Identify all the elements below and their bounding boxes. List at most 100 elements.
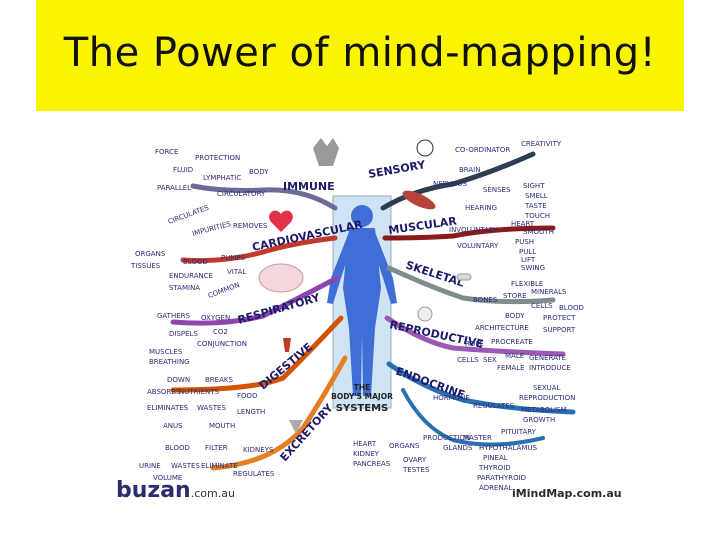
figure-icon bbox=[283, 338, 291, 352]
word: KIDNEY bbox=[353, 450, 380, 458]
word: GLANDS bbox=[443, 444, 473, 452]
word: CO-ORDINATOR bbox=[455, 146, 510, 154]
word: MOUTH bbox=[209, 422, 235, 430]
word: PINEAL bbox=[483, 454, 508, 462]
branch-cardio-line bbox=[180, 235, 338, 264]
word: URINE bbox=[139, 462, 161, 470]
word: FLUID bbox=[173, 166, 193, 174]
slide-title: The Power of mind-mapping! bbox=[63, 30, 657, 76]
word: BLOOD bbox=[183, 258, 208, 266]
word: SEXUAL bbox=[533, 384, 561, 392]
branch-sensory-label: SENSORY bbox=[367, 158, 427, 181]
word: BLOOD bbox=[165, 444, 190, 452]
word: STAMINA bbox=[169, 284, 200, 292]
funnel-icon bbox=[289, 420, 303, 434]
word: MALE bbox=[505, 352, 524, 360]
word: PARALLEL bbox=[157, 184, 191, 192]
word: HEART bbox=[511, 220, 535, 228]
word: MASTER bbox=[463, 434, 492, 442]
buzan-logo: buzan.com.au bbox=[116, 478, 235, 503]
word: COMMON bbox=[207, 281, 241, 300]
word: INVOLUNTARY bbox=[449, 226, 498, 234]
word: CELLS bbox=[531, 302, 553, 310]
word: BREATHING bbox=[149, 358, 190, 366]
figure-body bbox=[343, 228, 381, 396]
word: PRODUCTION bbox=[423, 434, 470, 442]
center-caption-1: THE bbox=[354, 383, 371, 392]
word: METABOLISM bbox=[521, 406, 567, 414]
word: PROCREATE bbox=[491, 338, 533, 346]
center-caption-3: SYSTEMS bbox=[336, 403, 388, 414]
word: FORCE bbox=[155, 148, 178, 156]
word: LYMPHATIC bbox=[203, 174, 241, 182]
word: PROTECT bbox=[543, 314, 576, 322]
word: SEX bbox=[483, 356, 497, 364]
word: STORE bbox=[503, 292, 527, 300]
imindmap-logo: iMindMap.com.au bbox=[512, 487, 622, 500]
branch-immune-line bbox=[190, 183, 338, 211]
word: TESTES bbox=[402, 466, 430, 474]
warrior-icon bbox=[313, 138, 339, 166]
word: HYPOTHALAMUS bbox=[479, 444, 538, 452]
figure-left-arm bbox=[327, 232, 351, 304]
word: DISPELS bbox=[169, 330, 198, 338]
person-sketch-icon bbox=[416, 139, 434, 157]
word: FEMALE bbox=[497, 364, 525, 372]
branch-cardio: CARDIOVASCULAR CIRCULATES IMPURITIES REM… bbox=[130, 203, 364, 299]
word: KIDNEYS bbox=[243, 446, 274, 454]
buzan-logo-suffix: .com.au bbox=[190, 487, 235, 500]
word: TISSUES bbox=[130, 262, 161, 270]
word: THYROID bbox=[478, 464, 511, 472]
word: BRAIN bbox=[459, 166, 480, 174]
lungs-icon bbox=[258, 263, 304, 293]
word: ROLE bbox=[465, 340, 484, 348]
word: NUTRIENTS bbox=[179, 388, 219, 396]
word: ELIMINATE bbox=[201, 462, 238, 470]
buzan-logo-text: buzan bbox=[116, 478, 191, 503]
word: ORGANS bbox=[389, 442, 420, 450]
word: ADRENAL bbox=[479, 484, 512, 492]
word: OXYGEN bbox=[201, 314, 230, 322]
word: MUSCLES bbox=[149, 348, 183, 356]
word: PUSH bbox=[515, 238, 534, 246]
word: SWING bbox=[521, 264, 545, 272]
branch-respiratory-label: RESPIRATORY bbox=[236, 291, 322, 327]
word: TOUCH bbox=[524, 212, 550, 220]
word: VOLUNTARY bbox=[457, 242, 499, 250]
branch-respiratory-line bbox=[170, 275, 340, 326]
word: HEARING bbox=[465, 204, 497, 212]
word: HORMONE bbox=[433, 394, 470, 402]
word: BONES bbox=[473, 296, 498, 304]
word: ENDURANCE bbox=[169, 272, 213, 280]
word: PARATHYROID bbox=[477, 474, 526, 482]
branch-reproductive-line bbox=[384, 315, 566, 357]
word: SUPPORT bbox=[543, 326, 576, 334]
word: CIRCULATORY bbox=[217, 190, 266, 198]
muscle-icon bbox=[402, 190, 436, 210]
branch-excretory-label: EXCRETORY bbox=[278, 401, 337, 464]
word: GENERATE bbox=[529, 354, 566, 362]
word: GROWTH bbox=[523, 416, 555, 424]
branch-endocrine-line bbox=[386, 361, 576, 415]
figure-right-arm bbox=[373, 232, 397, 304]
word: SMOOTH bbox=[523, 228, 554, 236]
word: CO2 bbox=[213, 328, 228, 336]
word: DOWN bbox=[167, 376, 190, 384]
word: CIRCULATES bbox=[167, 203, 211, 225]
branch-muscular-line bbox=[382, 225, 556, 241]
word: BREAKS bbox=[205, 376, 233, 384]
title-banner bbox=[36, 0, 684, 111]
word: SENSES bbox=[483, 186, 511, 194]
branch-muscular-label: MUSCULAR bbox=[388, 214, 458, 237]
branch-skeletal-label: SKELETAL bbox=[404, 258, 466, 289]
heart-icon bbox=[269, 210, 293, 232]
word: OVARY bbox=[403, 456, 427, 464]
word: FILTER bbox=[205, 444, 228, 452]
word: LIFT bbox=[521, 256, 536, 264]
word: ARCHITECTURE bbox=[475, 324, 529, 332]
word: IMPURITIES bbox=[191, 220, 232, 238]
word: REGULATES bbox=[473, 402, 515, 410]
word: BLOOD bbox=[559, 304, 584, 312]
word: WASTES bbox=[197, 404, 226, 412]
word: BODY bbox=[505, 312, 525, 320]
